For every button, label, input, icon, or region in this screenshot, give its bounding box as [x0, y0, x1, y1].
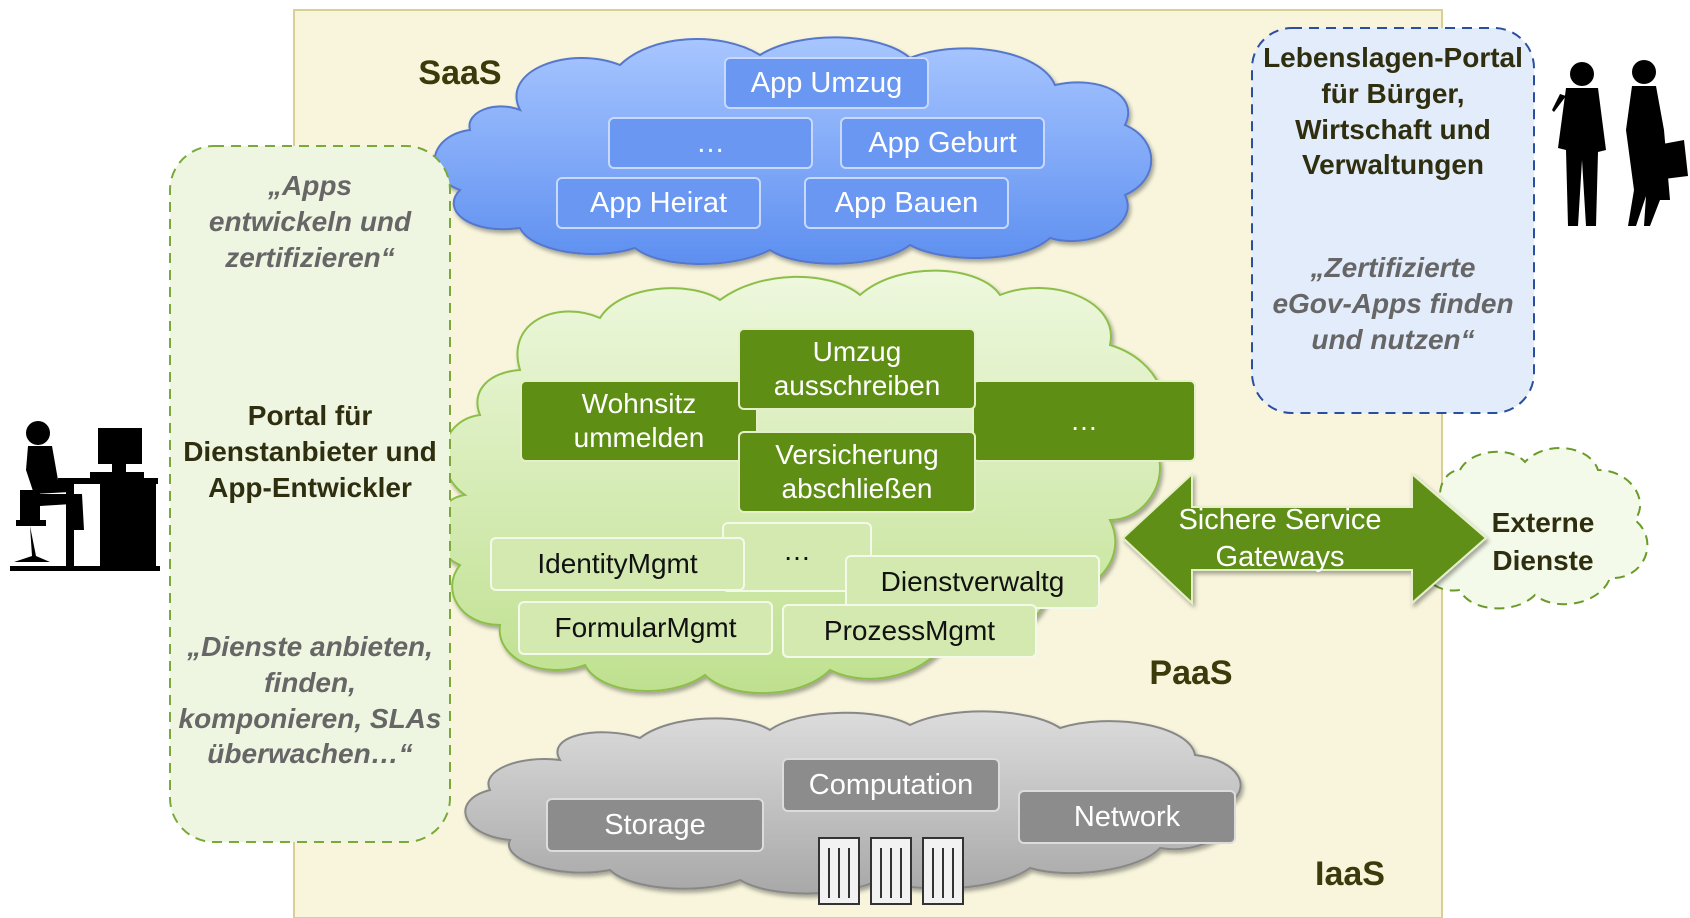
app-geburt[interactable]: App Geburt — [840, 117, 1045, 169]
citizen-portal-quote: „Zertifizierte eGov-Apps finden und nutz… — [1272, 252, 1514, 355]
component-identitymgmt[interactable]: IdentityMgmt — [490, 537, 745, 591]
gateway-arrow — [1121, 471, 1488, 606]
app-umzug[interactable]: App Umzug — [724, 57, 929, 109]
resource-network[interactable]: Network — [1018, 790, 1236, 844]
business-people-icon — [1552, 60, 1688, 226]
resource-computation[interactable]: Computation — [782, 758, 1000, 812]
service-versicherung-abschliessen[interactable]: Versicherung abschließen — [738, 431, 976, 513]
service-ellipsis[interactable]: … — [972, 380, 1196, 462]
citizen-portal-title: Lebenslagen-Portal für Bürger, Wirtschaf… — [1263, 42, 1523, 181]
app-bauen[interactable]: App Bauen — [804, 177, 1009, 229]
paas-title: PaaS — [1149, 654, 1233, 692]
app-ellipsis[interactable]: … — [608, 117, 813, 169]
resource-storage[interactable]: Storage — [546, 798, 764, 852]
citizen-portal-panel — [1251, 27, 1535, 414]
developer-at-computer-icon — [10, 421, 160, 571]
component-prozessmgmt[interactable]: ProzessMgmt — [782, 604, 1037, 658]
external-services-label: Externe Dienste — [1491, 507, 1595, 576]
developer-portal-panel — [169, 145, 451, 843]
service-umzug-ausschreiben[interactable]: Umzug ausschreiben — [738, 328, 976, 410]
app-heirat[interactable]: App Heirat — [556, 177, 761, 229]
iaas-title: IaaS — [1315, 855, 1385, 893]
gateway-label: Sichere Service Gateways — [1178, 504, 1382, 574]
developer-quote-bottom: „Dienste anbieten, finden, komponieren, … — [178, 631, 442, 770]
server-rack-icon — [818, 837, 964, 905]
service-wohnsitz-ummelden[interactable]: Wohnsitz ummelden — [520, 380, 758, 462]
saas-title: SaaS — [418, 54, 502, 92]
developer-quote-top: „Apps entwickeln und zertifizieren“ — [208, 170, 412, 273]
component-formularmgmt[interactable]: FormularMgmt — [518, 601, 773, 655]
developer-portal-title: Portal für Dienstanbieter und App-Entwic… — [183, 400, 437, 503]
component-dienstverwaltg[interactable]: Dienstverwaltg — [845, 555, 1100, 609]
external-services-cloud — [1406, 447, 1649, 610]
